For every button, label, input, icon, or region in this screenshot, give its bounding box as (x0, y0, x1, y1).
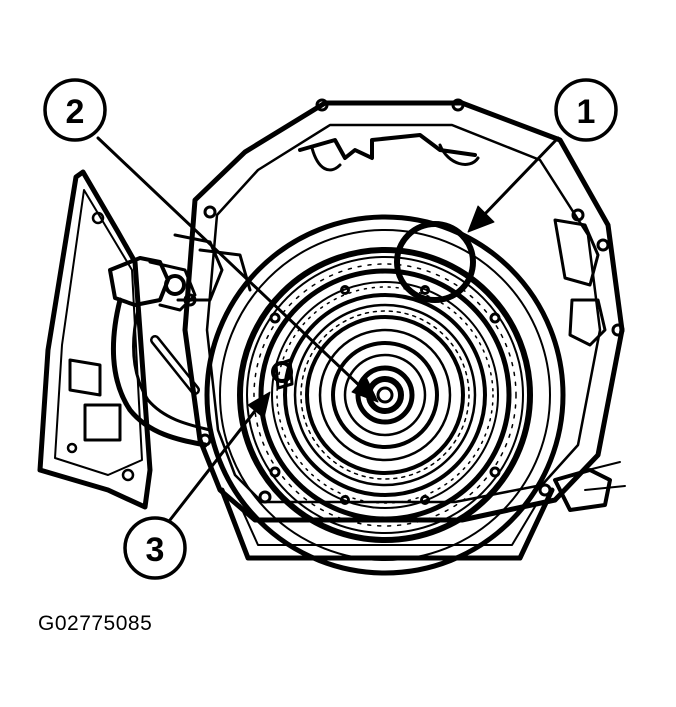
callout-1-leader (480, 136, 560, 219)
callout-1: 1 (554, 78, 618, 142)
torque-converter (204, 214, 566, 576)
callout-2-leader (96, 136, 364, 390)
figure-id-label: G02775085 (38, 612, 153, 635)
callout-2-label: 2 (66, 93, 85, 131)
callout-1-label: 1 (577, 93, 596, 131)
left-mounting-plate (37, 169, 212, 510)
callout-3-leader (168, 405, 260, 522)
callout-3-arrowhead (247, 391, 271, 419)
callout-3-label: 3 (146, 531, 165, 569)
callout-3-circle (123, 516, 187, 580)
callout-3: 3 (123, 516, 187, 580)
callout-2: 2 (43, 78, 107, 142)
callout-1-arrowhead (467, 205, 495, 233)
callout-2-circle (43, 78, 107, 142)
callout-2-arrowhead (351, 376, 379, 403)
callout-1-circle (554, 78, 618, 142)
lower-pan (219, 487, 555, 561)
callout-1-highlight-ring (394, 221, 476, 303)
